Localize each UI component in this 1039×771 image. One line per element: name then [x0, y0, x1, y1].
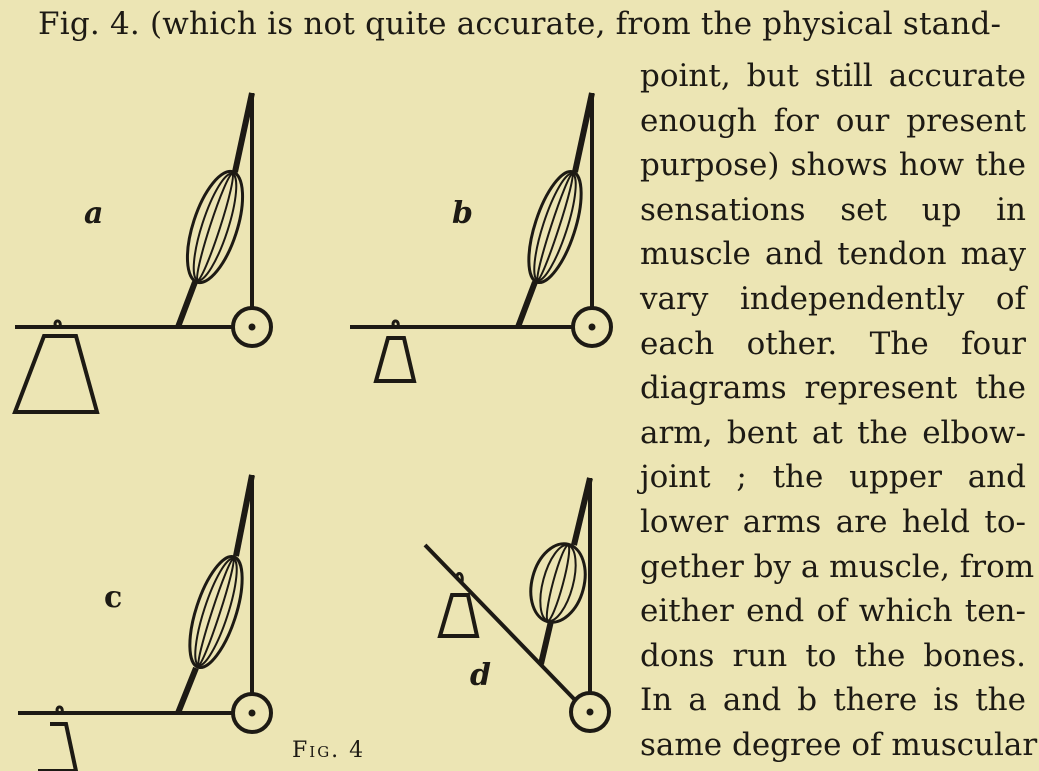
diagram-label-c: c: [104, 580, 123, 615]
text-line: lower arms are held to-: [640, 503, 1026, 540]
text-line: point, but still accurate: [640, 58, 1026, 94]
arm-muscle-diagrams: [12, 92, 613, 771]
text-line: In a and b there is the: [640, 682, 1026, 719]
diagram-label-a: a: [84, 196, 104, 231]
text-line: gether by a muscle, from: [640, 548, 1035, 585]
text-line: each other. The four: [640, 325, 1026, 362]
text-line: diagrams represent the: [640, 370, 1026, 407]
diagram-b: [350, 92, 613, 383]
text-line: same degree of muscular: [640, 726, 1038, 763]
paragraph-first-line: Fig. 4. (which is not quite accurate, fr…: [38, 6, 1002, 42]
diagram-c: [18, 474, 273, 771]
diagram-label-b: b: [452, 196, 473, 231]
text-line: either end of which ten-: [640, 593, 1026, 630]
diagram-label-d: d: [470, 658, 491, 693]
text-column: point, but still accurate enough for our…: [640, 54, 1038, 768]
text-line: muscle and tendon may: [640, 236, 1026, 273]
figure-caption: Fig. 4: [292, 738, 366, 763]
diagram-a: [12, 92, 273, 414]
diagram-d: [423, 477, 611, 733]
text-line: sensations set up in: [640, 191, 1026, 228]
text-line: vary independently of: [640, 280, 1026, 317]
text-line: dons run to the bones.: [640, 637, 1026, 674]
text-line: arm, bent at the elbow-: [640, 414, 1026, 451]
text-line: enough for our present: [640, 102, 1026, 139]
text-line: purpose) shows how the: [640, 147, 1026, 184]
text-line: joint ; the upper and: [640, 459, 1026, 496]
